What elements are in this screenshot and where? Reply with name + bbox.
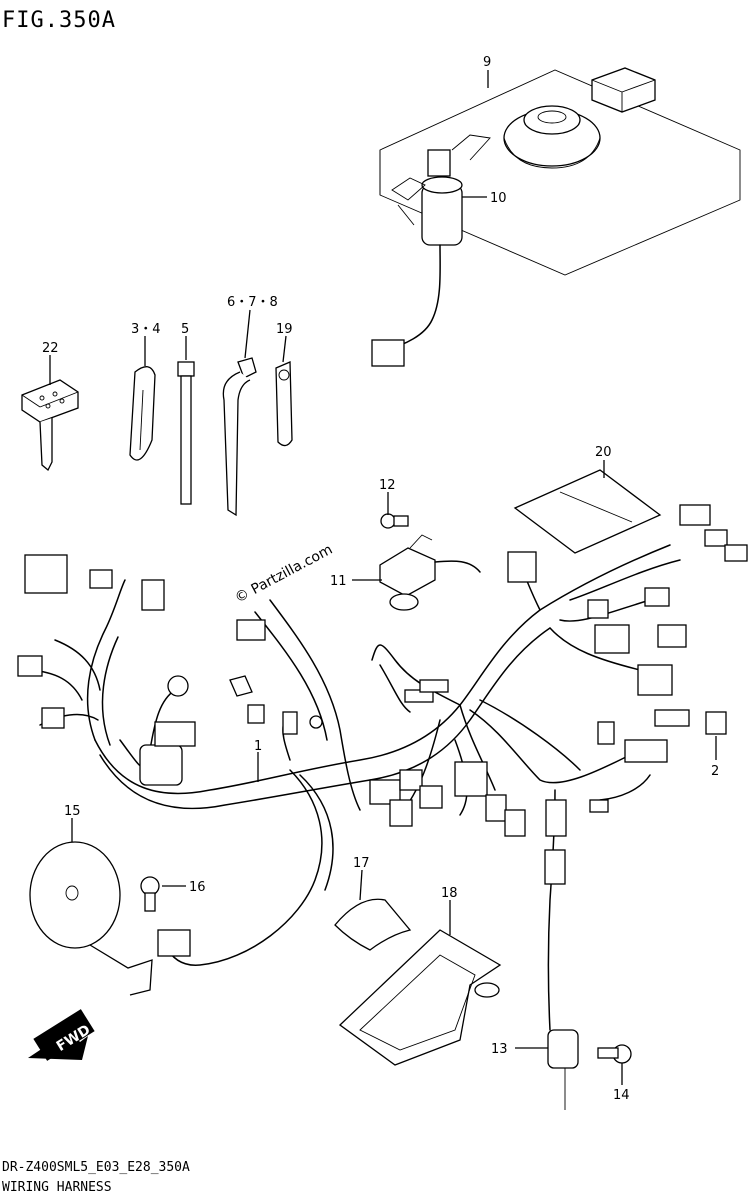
harness-clamp-icon xyxy=(129,366,156,461)
horn-bolt-icon xyxy=(140,876,160,912)
connector-bb xyxy=(454,761,488,797)
rear-brake-switch-icon xyxy=(547,1029,579,1110)
starter-relay-icon xyxy=(379,534,481,611)
connector-a xyxy=(89,569,113,589)
callout-9: 9 xyxy=(483,55,491,70)
fuse-icon xyxy=(705,711,727,735)
left-relay-connector xyxy=(24,554,68,594)
callout-20: 20 xyxy=(595,445,612,460)
connector-c xyxy=(17,655,43,677)
callout-5: 5 xyxy=(181,322,189,337)
connector-z xyxy=(389,799,413,827)
connector-g xyxy=(154,721,196,747)
fwd-direction-badge: FWD xyxy=(28,1009,95,1061)
connector-w xyxy=(597,721,615,745)
callout-13: 13 xyxy=(491,1042,508,1057)
relay-screw-icon xyxy=(380,513,409,529)
horn-icon xyxy=(29,841,153,996)
callout-18: 18 xyxy=(441,886,458,901)
callout-19: 19 xyxy=(276,322,293,337)
connector-e xyxy=(41,707,65,729)
connector-t xyxy=(637,664,673,696)
callout-17: 17 xyxy=(353,856,370,871)
connector-s xyxy=(657,624,687,648)
horn-connector xyxy=(157,929,191,957)
lock-block-icon xyxy=(591,67,656,113)
connector-f xyxy=(139,744,183,786)
connector-y xyxy=(399,769,423,791)
model-code: DR-Z400SML5_E03_E28_350A xyxy=(2,1160,190,1175)
ignition-switch-kit xyxy=(371,67,741,367)
blank-key-icon xyxy=(21,379,79,472)
connector-i xyxy=(229,675,253,697)
wiring-label-sheet-icon xyxy=(513,469,662,554)
connector-ff xyxy=(544,849,566,885)
cable-tie-icon xyxy=(177,361,195,505)
connector-aa xyxy=(419,785,443,809)
leader-lines xyxy=(49,70,717,1085)
harness-cover-icon xyxy=(334,898,412,951)
connector-o xyxy=(724,544,748,562)
ignition-switch-icon xyxy=(391,134,491,246)
connector-l xyxy=(507,551,537,583)
section-name: WIRING HARNESS xyxy=(2,1180,112,1195)
connector-cc xyxy=(485,794,507,822)
connector-gg xyxy=(589,799,609,813)
figure-title: FIG.350A xyxy=(2,8,116,33)
connector-h xyxy=(236,619,266,641)
callout-labels: 9 10 22 3・4 5 6・7・8 19 20 12 11 1 2 15 1… xyxy=(42,55,719,1103)
ground-terminal xyxy=(309,715,323,729)
clamp-tie-icon xyxy=(222,357,257,517)
connector-j xyxy=(247,704,265,724)
callout-16: 16 xyxy=(189,880,206,895)
callout-15: 15 xyxy=(64,804,81,819)
callout-6-7-8: 6・7・8 xyxy=(227,295,278,310)
callout-1: 1 xyxy=(254,739,262,754)
connector-m xyxy=(679,504,711,526)
main-wiring-harness xyxy=(29,544,681,1031)
callout-11: 11 xyxy=(330,574,347,589)
callout-3-4: 3・4 xyxy=(131,322,161,337)
connector-b xyxy=(141,579,165,611)
connector-k xyxy=(282,711,298,735)
callout-22: 22 xyxy=(42,341,59,356)
connector-u xyxy=(654,709,690,727)
connector-r xyxy=(594,624,630,654)
connector-p xyxy=(587,599,609,619)
wire-clamp-icon xyxy=(275,361,293,447)
connector-dd xyxy=(504,809,526,837)
harness-bracket-icon xyxy=(338,929,502,1066)
watermark-text: © Partzilla.com xyxy=(232,542,335,607)
switch-bolt-icon xyxy=(597,1044,632,1064)
callout-10: 10 xyxy=(490,191,507,206)
callout-14: 14 xyxy=(613,1088,630,1103)
connector-n xyxy=(704,529,728,547)
connector-hh xyxy=(404,689,434,703)
harness-connectors xyxy=(17,504,748,957)
ignition-cap-icon xyxy=(503,105,601,169)
connector-q xyxy=(644,587,670,607)
connector-ee xyxy=(545,799,567,837)
callout-2: 2 xyxy=(711,764,719,779)
switch-connector-icon xyxy=(371,339,405,367)
connector-ii xyxy=(419,679,449,693)
connector-d xyxy=(167,675,189,697)
callout-12: 12 xyxy=(379,478,396,493)
connector-v xyxy=(624,739,668,763)
